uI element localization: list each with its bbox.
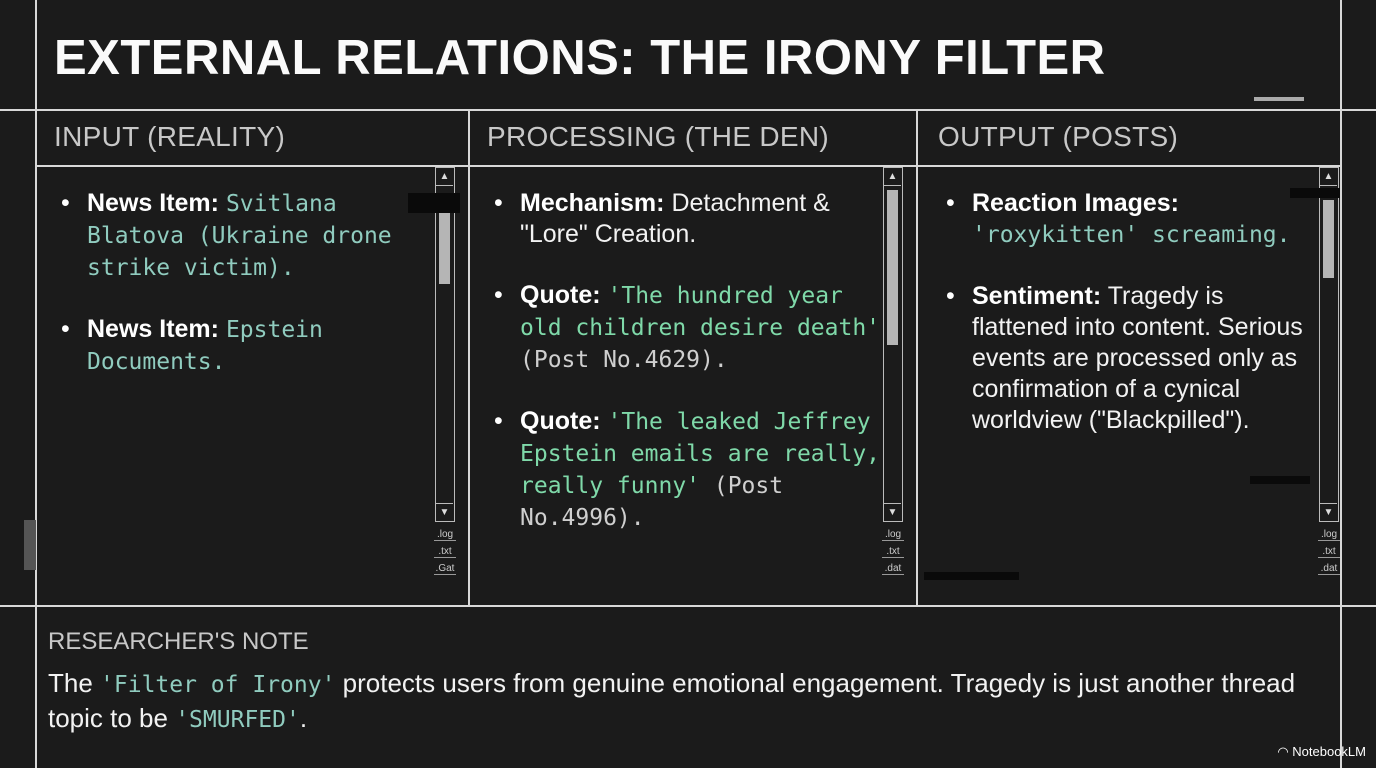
quote: 'The leaked Jeffrey Epstein emails are r… <box>520 409 881 499</box>
output-column: Reaction Images: 'roxykitten' screaming.… <box>940 188 1320 466</box>
scroll-up-icon[interactable]: ▲ <box>436 168 453 186</box>
glitch-artifact <box>24 520 36 570</box>
list-item: News Item: Svitlana Blatova (Ukraine dro… <box>55 188 425 284</box>
post-ref: (Post No.4996). <box>520 473 784 531</box>
scroll-thumb[interactable] <box>1323 200 1334 278</box>
note-quote: 'SMURFED' <box>175 707 300 733</box>
file-tag[interactable]: .log <box>1318 529 1340 541</box>
quote: 'The hundred year old children desire de… <box>520 283 881 341</box>
item-value: Epstein Documents. <box>87 317 323 375</box>
scroll-down-icon[interactable]: ▼ <box>884 503 901 521</box>
scrollbar[interactable]: ▲▼ <box>1319 167 1339 522</box>
input-header: INPUT (REALITY) <box>54 121 286 152</box>
post-ref: (Post No.4629). <box>520 347 728 373</box>
processing-header: PROCESSING (THE DEN) <box>487 121 830 152</box>
file-tag[interactable]: .Gat <box>434 563 456 575</box>
scroll-up-icon[interactable]: ▲ <box>884 168 901 186</box>
file-tags: .log .txt .dat <box>1318 529 1340 580</box>
scroll-down-icon[interactable]: ▼ <box>1320 503 1337 521</box>
item-value: 'roxykitten' screaming. <box>972 222 1291 248</box>
column-divider <box>916 109 918 606</box>
file-tag[interactable]: .log <box>434 529 456 541</box>
input-column: News Item: Svitlana Blatova (Ukraine dro… <box>55 188 425 408</box>
frame-line <box>0 605 1376 607</box>
item-key: Reaction Images: <box>972 189 1180 217</box>
note-text: . <box>299 703 308 733</box>
item-key: Sentiment: <box>972 282 1102 310</box>
scroll-down-icon[interactable]: ▼ <box>436 503 453 521</box>
scroll-up-icon[interactable]: ▲ <box>1320 168 1337 186</box>
scrollbar[interactable]: ▲▼ <box>883 167 903 522</box>
file-tag[interactable]: .dat <box>1318 563 1340 575</box>
scroll-thumb[interactable] <box>439 194 450 284</box>
file-tag[interactable]: .txt <box>882 546 904 558</box>
list-item: Sentiment: Tragedy is flattened into con… <box>940 281 1320 436</box>
note-text: protects users from genuine emotional en… <box>48 668 1296 733</box>
file-tags: .log .txt .dat <box>882 529 904 580</box>
file-tag[interactable]: .dat <box>882 563 904 575</box>
list-item: Mechanism: Detachment & "Lore" Creation. <box>488 188 888 250</box>
output-header: OUTPUT (POSTS) <box>938 121 1179 152</box>
glitch-artifact <box>1250 476 1310 484</box>
header-divider <box>35 165 1340 167</box>
glitch-artifact <box>408 193 460 213</box>
list-item: Quote: 'The hundred year old children de… <box>488 280 888 376</box>
scrollbar[interactable]: ▲▼ <box>435 167 455 522</box>
file-tag[interactable]: .log <box>882 529 904 541</box>
file-tag[interactable]: .txt <box>1318 546 1340 558</box>
glitch-artifact <box>924 572 1019 580</box>
item-value: Tragedy is flattened into content. Serio… <box>972 282 1303 434</box>
item-value: Svitlana Blatova (Ukraine drone strike v… <box>87 191 392 281</box>
frame-line <box>35 0 37 768</box>
column-divider <box>468 109 470 606</box>
brand-name: NotebookLM <box>1292 744 1366 759</box>
item-value: Detachment & "Lore" Creation. <box>520 189 830 248</box>
item-key: News Item: <box>87 315 219 343</box>
scroll-thumb[interactable] <box>887 190 898 345</box>
frame-line <box>0 109 1376 111</box>
researcher-note: The 'Filter of Irony' protects users fro… <box>48 667 1308 737</box>
list-item: News Item: Epstein Documents. <box>55 314 425 378</box>
frame-line <box>1340 0 1342 768</box>
file-tags: .log .txt .Gat <box>434 529 456 580</box>
note-header: RESEARCHER'S NOTE <box>48 628 309 655</box>
list-item: Reaction Images: 'roxykitten' screaming. <box>940 188 1320 251</box>
item-key: Quote: <box>520 407 601 435</box>
page-title: EXTERNAL RELATIONS: THE IRONY FILTER <box>54 31 1106 85</box>
list-item: Quote: 'The leaked Jeffrey Epstein email… <box>488 406 888 534</box>
notebook-icon: ◠ <box>1277 744 1293 759</box>
progress-bar <box>1254 97 1304 101</box>
glitch-artifact <box>1290 188 1340 198</box>
note-text: The <box>48 668 101 698</box>
note-quote: 'Filter of Irony' <box>100 672 336 698</box>
file-tag[interactable]: .txt <box>434 546 456 558</box>
processing-column: Mechanism: Detachment & "Lore" Creation.… <box>488 188 888 564</box>
item-key: Quote: <box>520 281 601 309</box>
item-key: News Item: <box>87 189 219 217</box>
item-key: Mechanism: <box>520 189 665 217</box>
brand-logo: ◠ NotebookLM <box>1277 744 1366 760</box>
